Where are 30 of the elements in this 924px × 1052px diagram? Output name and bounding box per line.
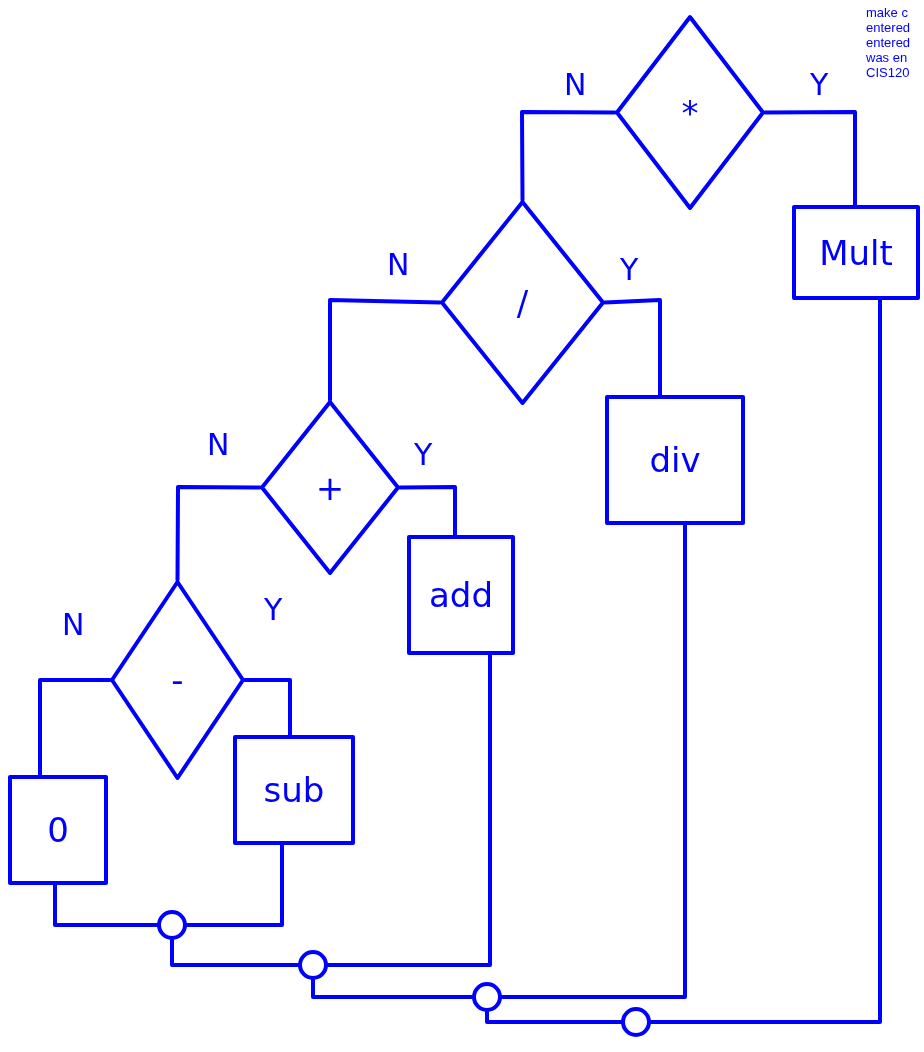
note-text: entered bbox=[866, 35, 911, 50]
connector-line bbox=[38, 678, 112, 777]
operator-symbol: + bbox=[315, 467, 345, 508]
connector-line bbox=[311, 978, 474, 999]
connector-line bbox=[326, 653, 492, 967]
connector-line bbox=[170, 938, 300, 967]
node-label: Mult bbox=[819, 232, 893, 273]
node-label: sub bbox=[263, 770, 325, 810]
note-text: was en bbox=[866, 50, 908, 65]
connector-line bbox=[603, 298, 662, 397]
note-text: make c bbox=[866, 5, 908, 20]
operator-symbol: / bbox=[516, 282, 529, 323]
operator-symbol: - bbox=[171, 660, 184, 700]
note-text: entered bbox=[866, 20, 911, 35]
connector-line bbox=[53, 883, 159, 927]
connector-line bbox=[763, 110, 857, 207]
connector-line bbox=[649, 298, 882, 1024]
node-label: 0 bbox=[47, 810, 69, 850]
connector-line bbox=[500, 523, 687, 999]
node-label: div bbox=[649, 440, 701, 480]
connector-line bbox=[398, 485, 457, 537]
connector-line bbox=[175, 485, 262, 582]
connector-line bbox=[520, 110, 617, 202]
connector-line bbox=[485, 1010, 623, 1024]
note-text: CIS120 bbox=[866, 65, 910, 80]
connector-line bbox=[328, 298, 442, 402]
operator-symbol: * bbox=[681, 92, 699, 133]
connector-line bbox=[185, 843, 284, 927]
node-label: add bbox=[429, 575, 493, 615]
connector-line bbox=[243, 678, 292, 737]
